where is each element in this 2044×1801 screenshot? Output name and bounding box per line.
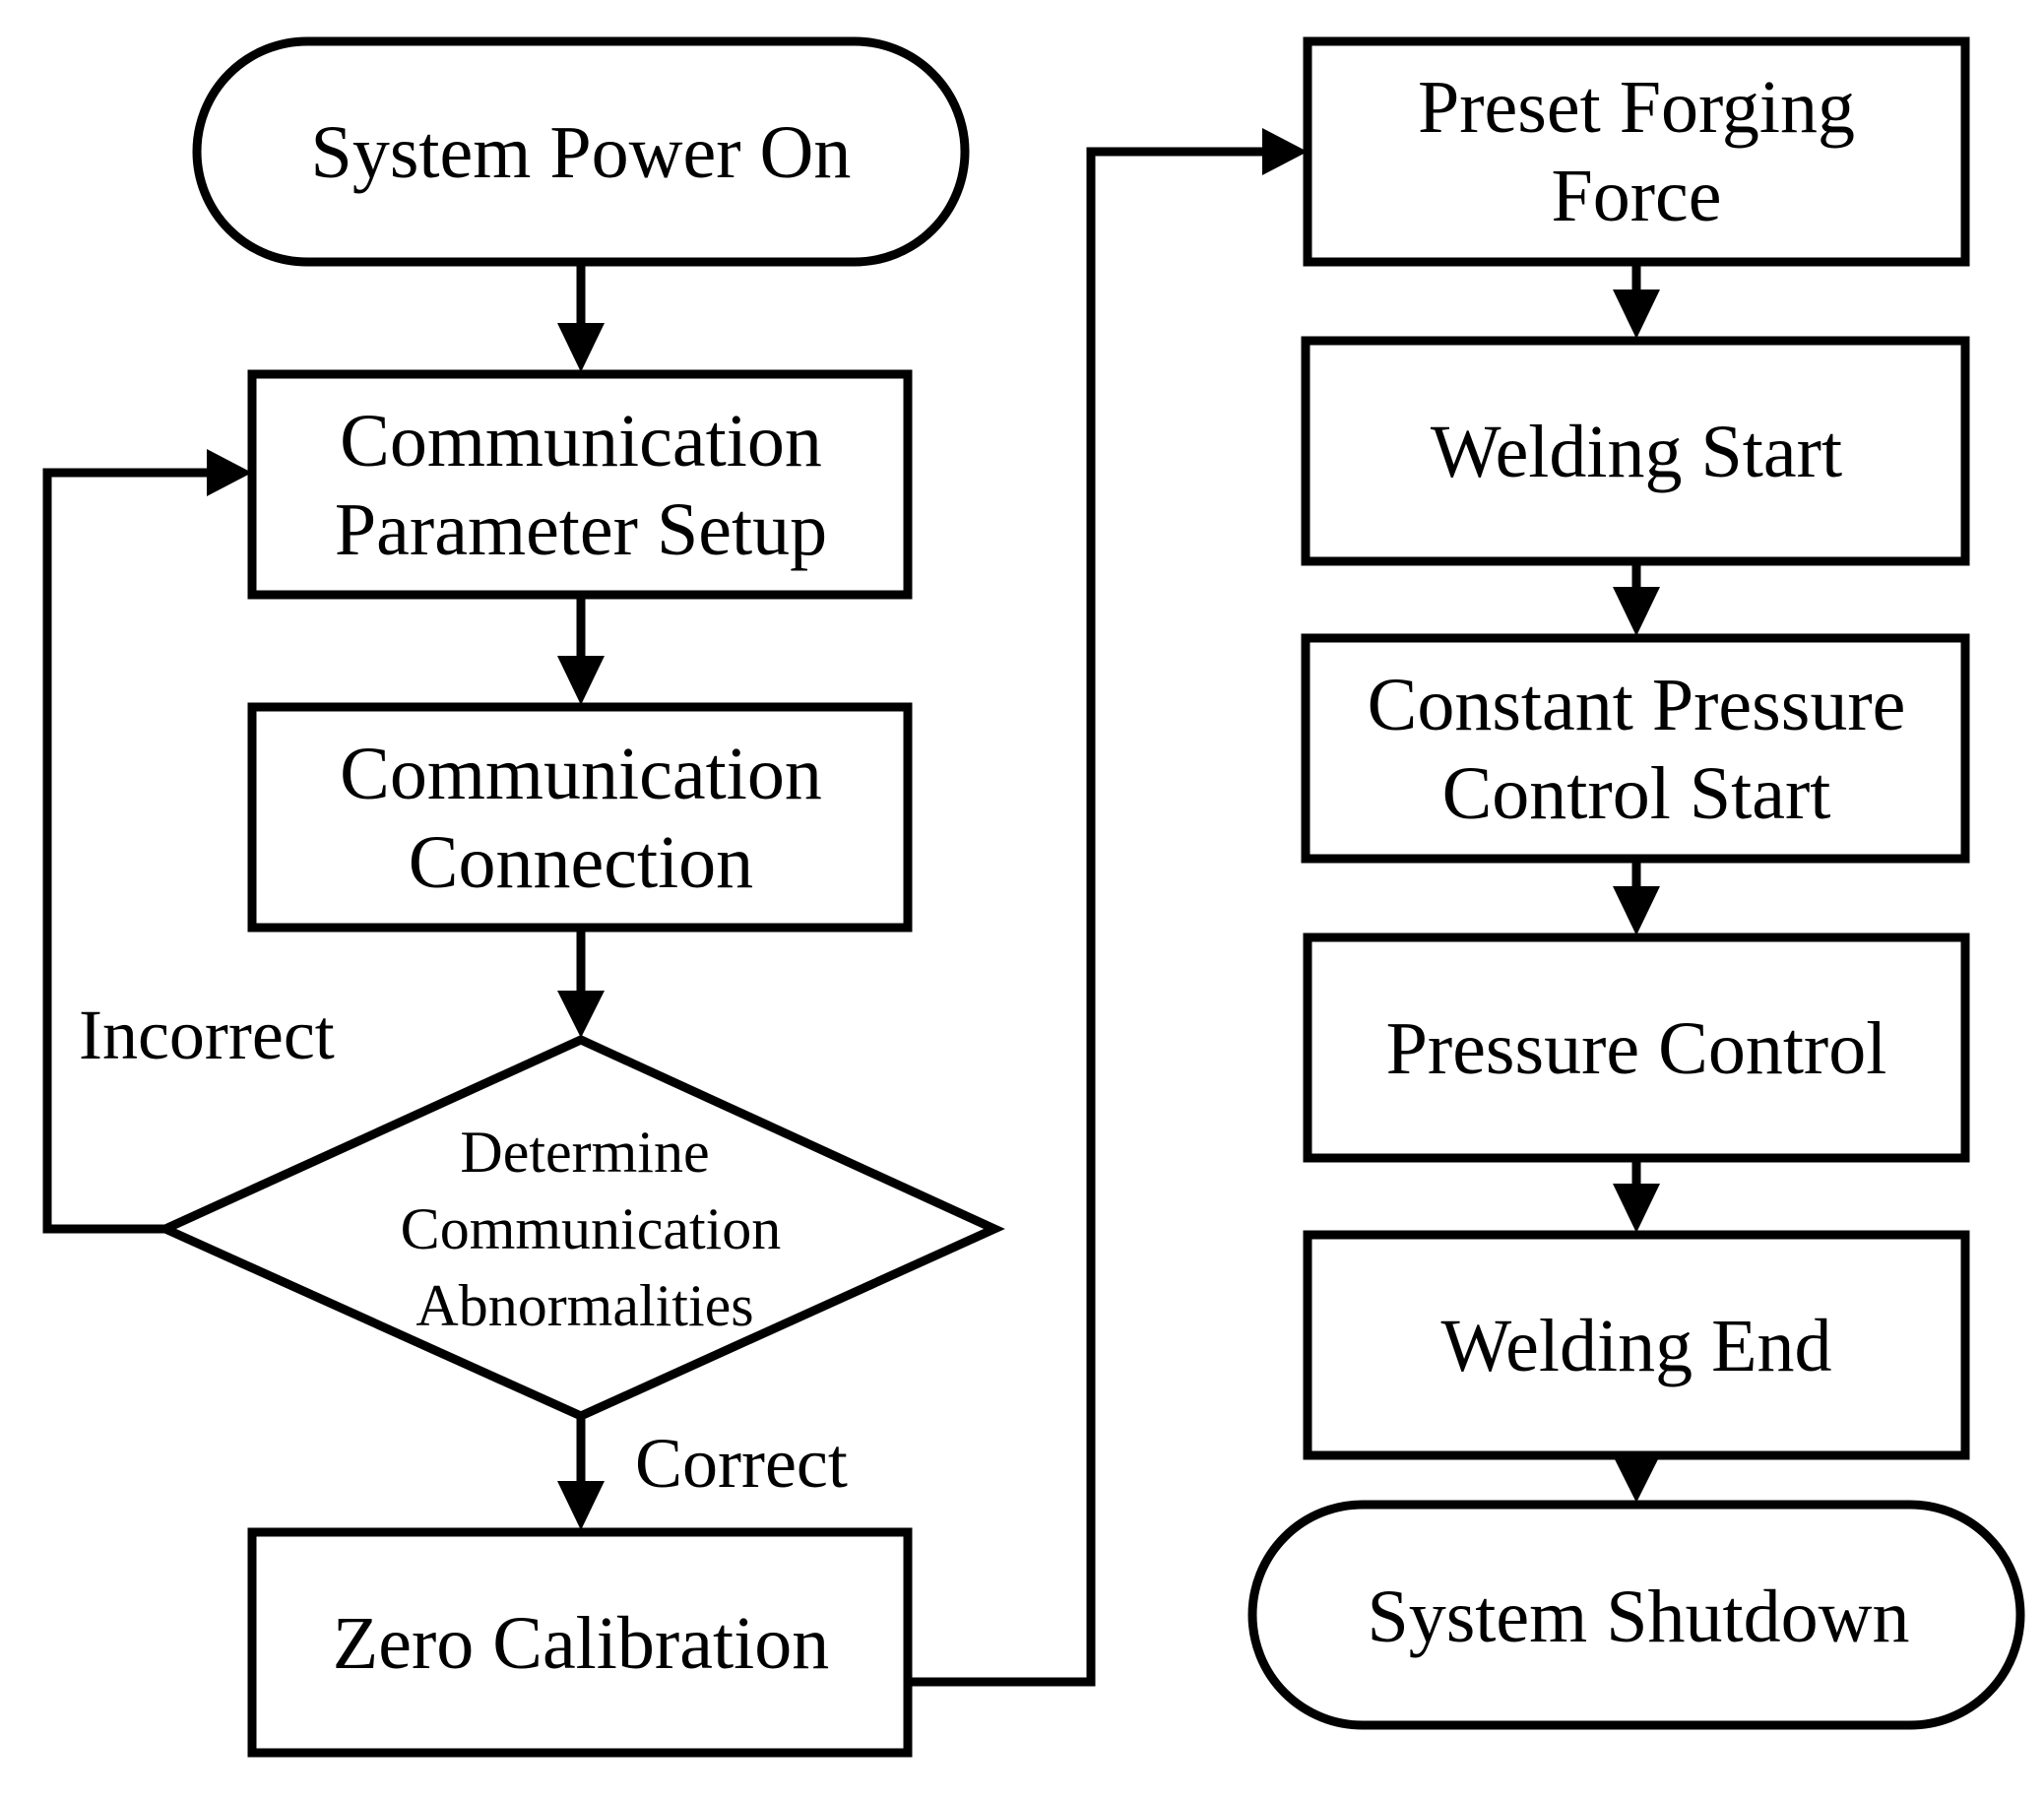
process-shape <box>1301 336 1970 566</box>
arrow-welding-end-to-shutdown <box>1613 1455 1660 1503</box>
arrow-constant-to-pressure-control <box>1613 859 1660 935</box>
arrow-power-to-setup <box>557 262 605 372</box>
node-label-line2: Force <box>1551 155 1721 237</box>
terminator-shape <box>1247 1500 2025 1730</box>
node-label-line1: Preset Forging <box>1418 66 1855 149</box>
arrow-setup-to-connection <box>557 595 605 705</box>
arrow-calibration-to-preset <box>908 128 1308 1687</box>
node-welding-end: Welding End <box>1303 1230 1970 1460</box>
process-shape <box>1303 1230 1970 1460</box>
node-communication-connection: Communication Connection <box>247 702 913 933</box>
arrow-pressure-control-to-welding-end <box>1613 1158 1660 1233</box>
node-system-power-on: System Power On <box>192 36 970 267</box>
node-label-line2: Parameter Setup <box>335 488 827 571</box>
arrow-welding-start-to-constant <box>1613 561 1660 636</box>
node-label-line1: Constant Pressure <box>1368 664 1906 746</box>
node-label: Pressure Control <box>1386 1007 1887 1090</box>
node-label-line3: Abnormalities <box>415 1273 753 1338</box>
node-preset-forging-force: Preset Forging Force <box>1303 36 1970 267</box>
arrow-preset-to-welding-start <box>1613 262 1660 339</box>
node-zero-calibration: Zero Calibration <box>247 1527 913 1758</box>
node-label-line2: Connection <box>409 821 753 904</box>
edge-label-correct: Correct <box>635 1424 848 1503</box>
arrow-decision-to-calibration <box>557 1416 605 1530</box>
edge-label-incorrect: Incorrect <box>79 996 335 1074</box>
node-label: System Shutdown <box>1367 1576 1909 1658</box>
process-shape <box>1301 633 1970 864</box>
node-communication-parameter-setup: Communication Parameter Setup <box>247 369 913 600</box>
process-shape <box>247 369 913 600</box>
node-label: Zero Calibration <box>333 1602 829 1685</box>
node-label-line2: Communication <box>401 1196 782 1261</box>
node-label: System Power On <box>311 111 852 194</box>
node-constant-pressure-control-start: Constant Pressure Control Start <box>1301 633 1970 864</box>
node-label-line2: Control Start <box>1442 752 1831 835</box>
node-system-shutdown: System Shutdown <box>1247 1500 2025 1730</box>
arrow-connection-to-decision <box>557 928 605 1038</box>
node-label-line1: Communication <box>340 733 822 815</box>
node-label: Welding End <box>1440 1305 1831 1387</box>
process-shape <box>247 1527 913 1758</box>
process-shape <box>1303 933 1970 1163</box>
node-determine-communication-abnormalities: Determine Communication Abnormalities <box>155 1035 1005 1421</box>
node-label: Welding Start <box>1431 411 1842 493</box>
node-pressure-control: Pressure Control <box>1303 933 1970 1163</box>
arrow-incorrect-loop <box>42 449 252 1234</box>
node-label-line1: Determine <box>460 1120 709 1185</box>
node-label-line1: Communication <box>340 400 822 482</box>
node-welding-start: Welding Start <box>1301 336 1970 566</box>
